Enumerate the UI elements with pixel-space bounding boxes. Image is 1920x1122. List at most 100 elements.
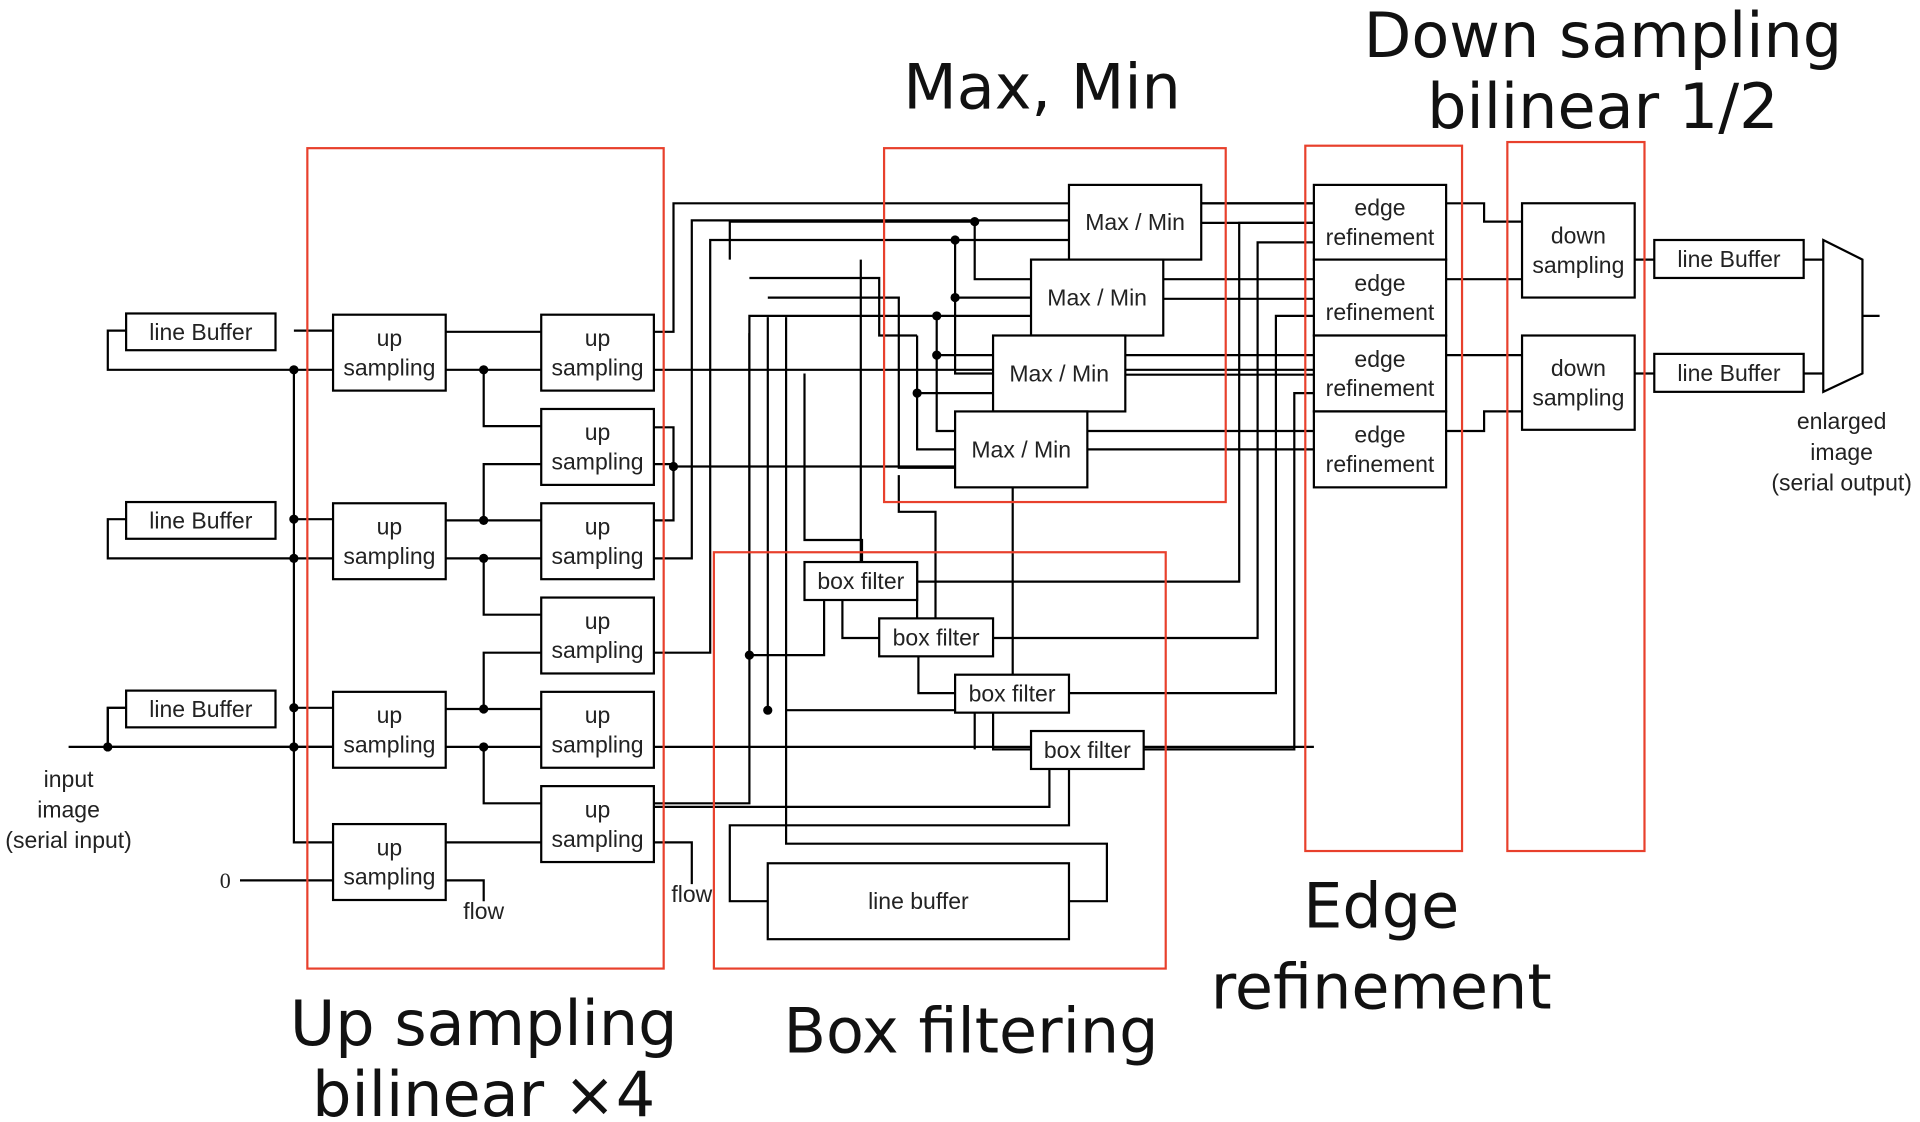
wire [482,558,542,616]
junction-dot [479,515,489,526]
up-sampling-stage2-2 [540,407,655,486]
wire [915,393,956,451]
up-sampling-stage2-1 [540,313,655,392]
junction-dot [479,553,489,563]
flow-wire [445,879,485,902]
line-buffer-3-label: line Buffer [149,696,252,722]
line-buffer-2-label: line Buffer [149,507,252,533]
up-sampling-stage2-4 [540,596,655,675]
line-buffer-1 [125,312,277,352]
junction-dot [479,365,489,375]
wire [1069,314,1314,695]
down-sampling-1 [1520,202,1636,299]
wire [803,373,864,562]
junction-dot [932,350,942,360]
junction-dot [289,742,299,752]
max-min-4-label: Max / Min [971,436,1071,462]
wire [1446,410,1522,433]
wire [935,315,994,357]
box-filter-1-label: box filter [817,568,904,594]
wire [482,369,542,428]
output-line-buffer-1 [1653,238,1805,280]
wire [897,475,937,619]
flow-wire-2 [653,841,693,885]
wire [993,241,1314,640]
wire [653,219,1069,560]
zero-input-label: 0 [220,868,231,893]
up-sampling-stage1-1 [331,313,447,392]
flow-label-1: flow [463,898,504,924]
up-sampling-stage2-5 [540,690,655,769]
max-min-2 [1029,258,1165,337]
region-up-sampling [306,147,665,970]
edge-refinement-4 [1312,410,1448,489]
up-sampling-stage2-3 [540,502,655,581]
max-min-1-label: Max / Min [1085,209,1185,235]
junction-dot [744,650,754,660]
wire [482,651,542,709]
edge-refinement-1 [1312,183,1448,261]
blocks [125,183,1864,941]
bus-wire [292,369,334,844]
box-filter-2-label: box filter [893,624,980,650]
wire [973,221,1031,281]
line-buffer-box-filter-label: line buffer [868,888,969,914]
junction-dot [289,514,299,524]
box-filter-3 [954,673,1071,714]
up-sampling-stage1-3 [331,690,447,769]
region-max-min [882,147,1227,504]
wire [673,465,957,468]
junction-dot [912,388,922,398]
wire [841,600,880,640]
junction-dot [950,292,960,303]
wire [1143,392,1314,751]
junction-dot [289,703,299,713]
region-down-sampling [1506,140,1646,853]
output-line-buffer-1-label: line Buffer [1677,246,1780,272]
region-title-max-min: Max, Min [903,50,1181,123]
wire [917,655,956,695]
wire [728,220,975,260]
box-filter-1 [803,560,919,602]
wire [991,711,1031,751]
junction-dot [289,365,299,375]
line-buffer-1-label: line Buffer [149,319,252,345]
box-filter-2 [878,617,995,658]
wire [106,329,334,371]
wire [917,221,1314,583]
wire [482,463,542,521]
junction-dot [289,553,299,563]
wires [68,202,1880,903]
junction-dots [103,217,980,752]
wire [482,746,542,805]
wire [784,710,1109,903]
line-buffer-2 [125,500,277,540]
box-filter-4-label: box filter [1044,737,1131,763]
box-filter-3-label: box filter [969,681,1056,707]
up-sampling-stage1-2 [331,502,447,581]
wire [749,276,918,337]
max-min-2-label: Max / Min [1047,285,1147,311]
wire [653,238,1069,654]
flow-label-2: flow [671,881,712,907]
wire [953,240,1031,299]
output-multiplexer [1822,238,1864,394]
